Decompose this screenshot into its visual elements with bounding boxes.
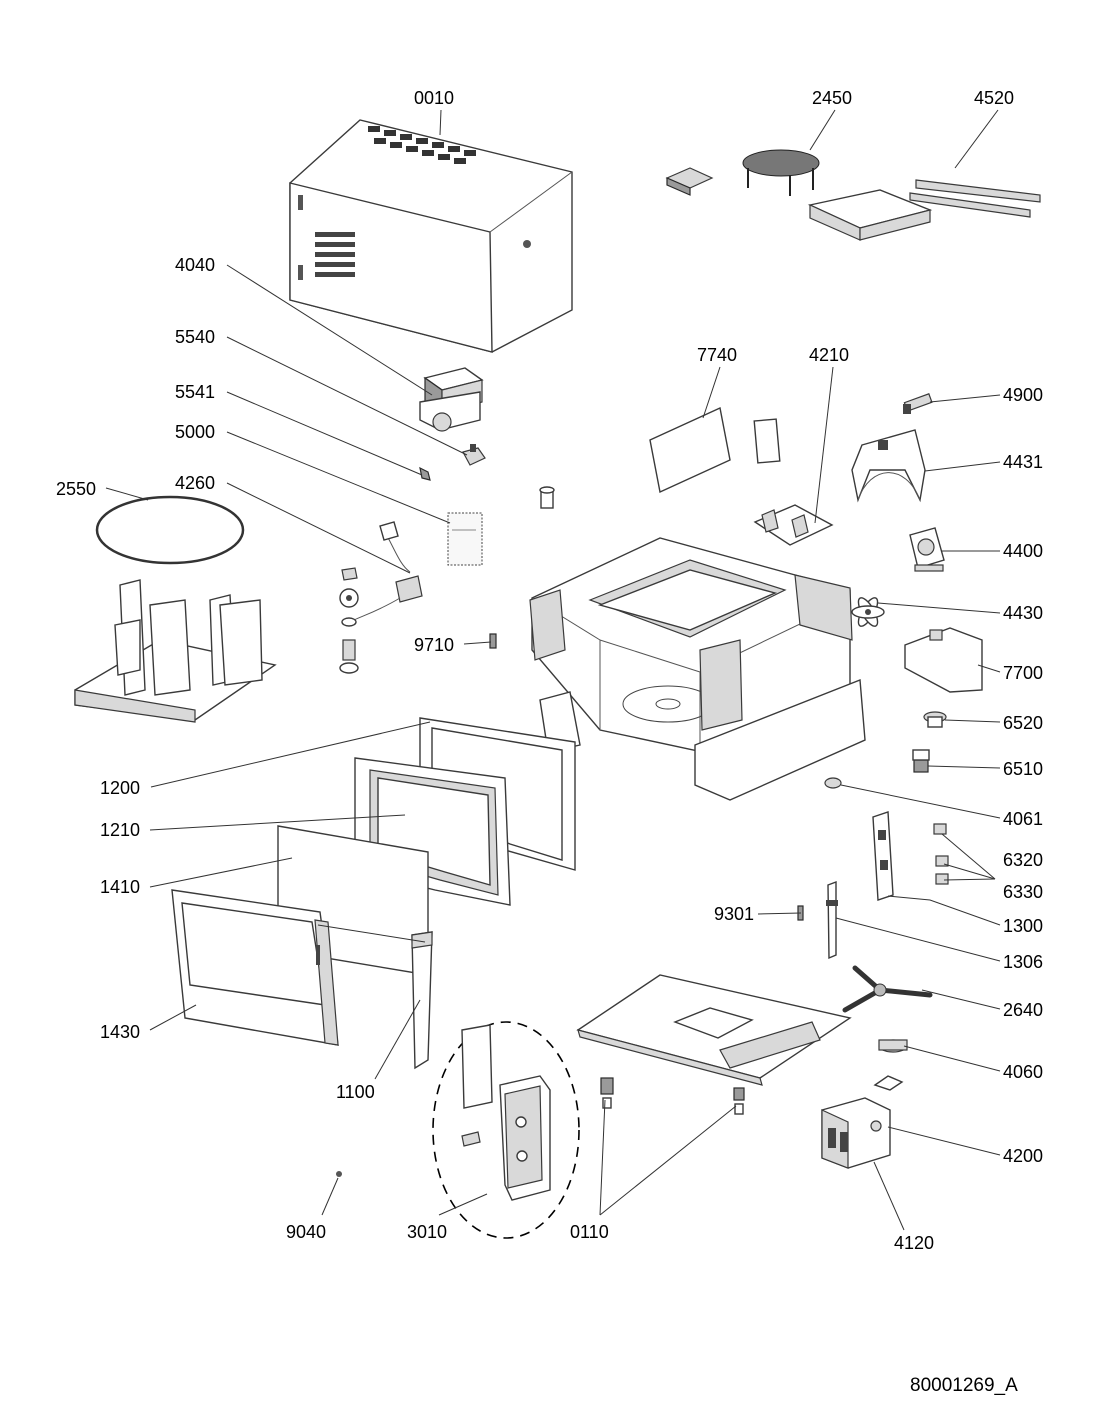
label-9040: 9040 [286, 1222, 326, 1242]
magnetron-part [419, 367, 484, 432]
label-5541: 5541 [175, 382, 215, 402]
hv-bracket-part [753, 504, 834, 546]
roller-star-part [842, 965, 933, 1013]
label-5540: 5540 [175, 327, 215, 347]
label-9710: 9710 [414, 635, 454, 655]
label-6330: 6330 [1003, 882, 1043, 902]
screw-part [336, 1171, 342, 1177]
label-3010: 3010 [407, 1222, 447, 1242]
transformer-clip-part [873, 1075, 904, 1091]
label-4210: 4210 [809, 345, 849, 365]
fan-blade-part [851, 597, 885, 627]
spring-part [489, 633, 497, 649]
pcb-part [447, 512, 483, 566]
label-4520: 4520 [974, 88, 1014, 108]
fan-motor-part [909, 527, 945, 572]
label-9301: 9301 [714, 904, 754, 924]
label-5000: 5000 [175, 422, 215, 442]
label-0110: 0110 [570, 1222, 609, 1242]
label-0010: 0010 [414, 88, 454, 108]
thermal-cutout-part [903, 393, 933, 414]
label-4040: 4040 [175, 255, 215, 275]
foot-spacer-part [600, 1077, 745, 1115]
label-6510: 6510 [1003, 759, 1043, 779]
label-1430: 1430 [100, 1022, 140, 1042]
document-id: 80001269_A [910, 1375, 1018, 1396]
control-panel-part [461, 1024, 551, 1201]
label-1200: 1200 [100, 778, 140, 798]
ring-part [824, 777, 842, 789]
label-1300: 1300 [1003, 916, 1043, 936]
latch-hook-part [826, 880, 838, 960]
label-1100: 1100 [336, 1082, 375, 1102]
lamp-socket-part [923, 711, 947, 728]
label-2450: 2450 [812, 88, 852, 108]
label-1410: 1410 [100, 877, 140, 897]
label-4900: 4900 [1003, 385, 1043, 405]
label-6520: 6520 [1003, 713, 1043, 733]
wiring-harness-part [339, 521, 423, 674]
leader-lines [105, 109, 1001, 1231]
oven-cavity-part [529, 537, 866, 801]
base-plate-part [576, 974, 852, 1086]
label-7700: 7700 [1003, 663, 1043, 683]
rail-pair-part [909, 179, 1041, 218]
part-number-labels: 0010 2450 4520 4040 5540 5541 5000 4260 … [56, 88, 1043, 1253]
bracket-part [462, 444, 486, 466]
control-panel-callout [432, 1021, 580, 1239]
spacer-part [539, 486, 555, 509]
lamp-holder-part [904, 627, 983, 693]
turntable-motor-part [878, 1039, 908, 1053]
clip-part [419, 466, 431, 481]
label-4120: 4120 [894, 1233, 934, 1253]
cabinet-wrapper-part [289, 119, 573, 353]
label-4060: 4060 [1003, 1062, 1043, 1082]
label-1306: 1306 [1003, 952, 1043, 972]
label-4431: 4431 [1003, 452, 1043, 472]
transformer-part [821, 1097, 891, 1169]
label-4061: 4061 [1003, 809, 1043, 829]
accessory-kit-part [665, 149, 933, 241]
label-7740: 7740 [697, 345, 737, 365]
door-assembly-part [171, 889, 339, 1046]
label-4200: 4200 [1003, 1146, 1043, 1166]
turntable-support-part [74, 495, 277, 723]
label-4400: 4400 [1003, 541, 1043, 561]
lamp-bulb-part [912, 749, 930, 773]
label-4260: 4260 [175, 473, 215, 493]
latch-housing-part [872, 811, 894, 901]
air-duct-part [851, 429, 926, 503]
label-4430: 4430 [1003, 603, 1043, 623]
mica-cover-part [649, 406, 781, 494]
label-6320: 6320 [1003, 850, 1043, 870]
label-2640: 2640 [1003, 1000, 1043, 1020]
microswitch-part [933, 823, 949, 885]
door-handle-part [411, 931, 433, 1070]
label-1210: 1210 [100, 820, 140, 840]
label-2550: 2550 [56, 479, 96, 499]
